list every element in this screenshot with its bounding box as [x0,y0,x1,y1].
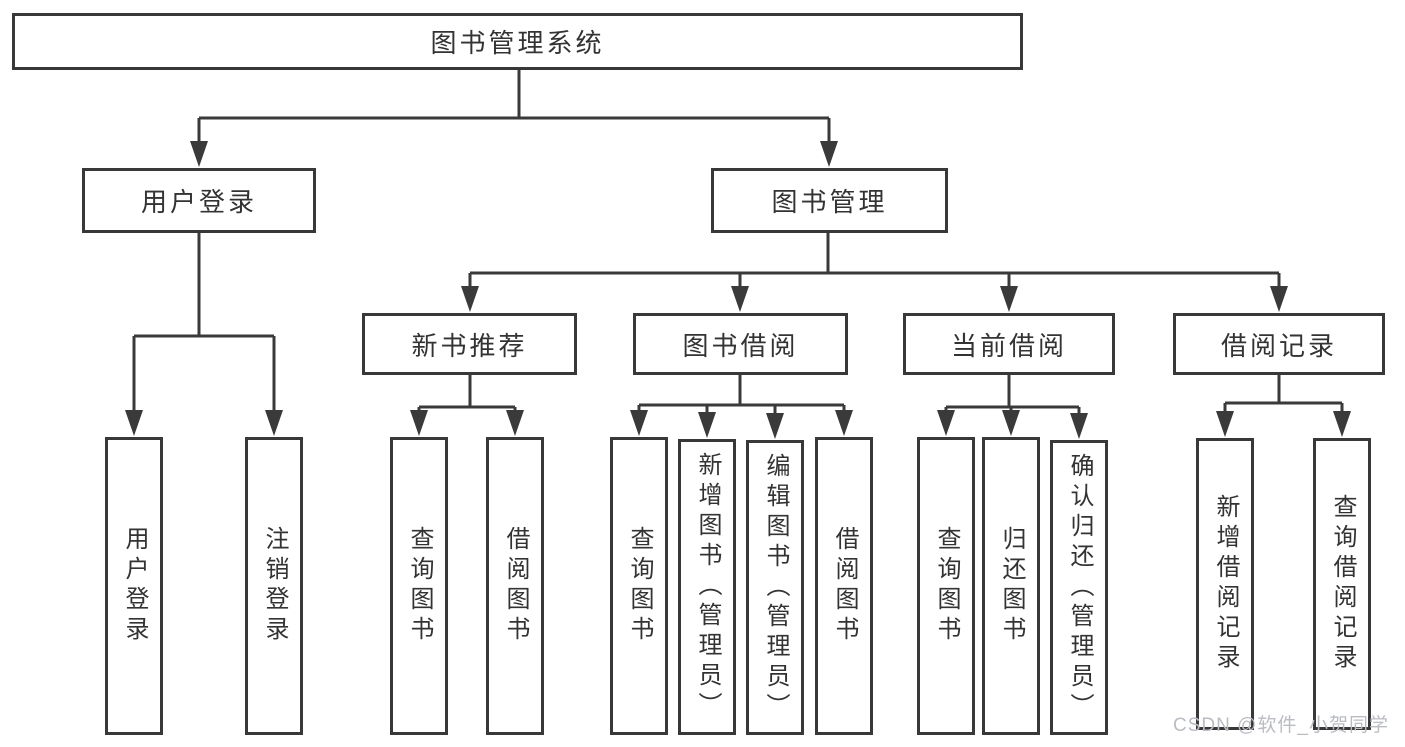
node-label: 图书借阅 [682,330,799,361]
node-current-borrowing: 当前借阅 [903,313,1115,375]
leaf-logout: 注销登录 [245,437,303,735]
node-label: 图书管理 [771,187,888,217]
leaf-records-query-record: 查询借阅记录 [1313,438,1371,730]
csdn-watermark: CSDN @软件_小贺同学 [1173,715,1389,736]
node-system-root: 图书管理系统 [12,13,1023,70]
leaf-borrow-query-books: 查询图书 [610,437,668,735]
leaf-label: 编辑图书（管理员） [762,452,789,723]
leaf-label: 借阅图书 [502,526,529,646]
leaf-label: 新增借阅记录 [1212,494,1239,674]
node-book-borrowing: 图书借阅 [633,313,848,375]
node-book-management: 图书管理 [711,168,948,233]
node-label: 当前借阅 [950,330,1067,361]
leaf-label: 查询图书 [933,526,960,646]
leaf-user-login: 用户登录 [105,437,163,735]
leaf-current-return-books: 归还图书 [982,437,1040,735]
leaf-label: 查询图书 [626,526,653,646]
leaf-label: 用户登录 [121,526,148,646]
leaf-label: 新增图书（管理员） [694,452,721,722]
leaf-newbook-borrow-books: 借阅图书 [486,437,544,735]
leaf-records-add-record: 新增借阅记录 [1196,438,1254,730]
node-new-book-recommend: 新书推荐 [362,313,577,375]
leaf-label: 注销登录 [261,526,288,646]
leaf-borrow-edit-books-admin: 编辑图书（管理员） [746,440,804,735]
node-borrowing-records: 借阅记录 [1173,313,1385,375]
connector-lines [132,70,1344,429]
leaf-label: 归还图书 [998,526,1025,646]
leaf-current-confirm-return-admin: 确认归还（管理员） [1050,440,1108,735]
node-label: 用户登录 [140,187,257,217]
node-user-login: 用户登录 [82,168,316,233]
leaf-borrow-add-books-admin: 新增图书（管理员） [678,439,736,735]
node-label: 借阅记录 [1220,330,1337,361]
leaf-label: 借阅图书 [831,526,858,646]
leaf-label: 查询借阅记录 [1329,494,1356,674]
leaf-current-query-books: 查询图书 [917,437,975,735]
node-label: 图书管理系统 [430,28,605,58]
leaf-label: 查询图书 [406,526,433,646]
leaf-newbook-query-books: 查询图书 [390,437,448,735]
node-label: 新书推荐 [411,330,528,361]
leaf-label: 确认归还（管理员） [1066,452,1093,723]
leaf-borrow-borrow-books: 借阅图书 [815,437,873,735]
